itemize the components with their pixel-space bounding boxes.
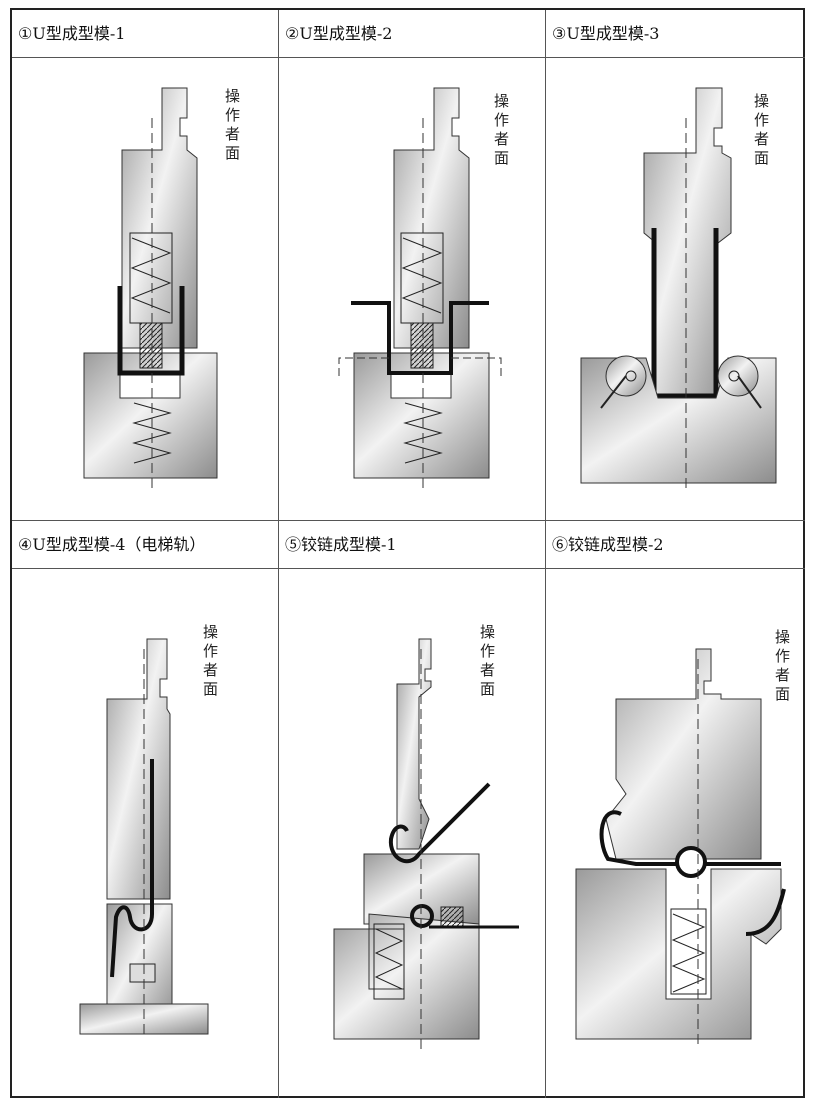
operator-side-label: 操作者面: [223, 88, 241, 164]
panel-title: ⑤铰链成型模-1: [279, 521, 545, 569]
panel-title: ④U型成型模-4（电梯轨）: [12, 521, 278, 569]
u-die-3-drawing: [580, 87, 777, 488]
operator-side-label: 操作者面: [752, 93, 770, 169]
panel-hinge-die-1: ⑤铰链成型模-1 操作者面: [279, 521, 546, 1098]
u-die-1-drawing: [83, 87, 218, 488]
operator-side-label: 操作者面: [478, 624, 496, 700]
panel-diagram: 操作者面: [279, 569, 545, 1098]
panel-diagram: 操作者面: [546, 569, 805, 1098]
panel-u-die-1: ①U型成型模-1 操作者面: [12, 10, 279, 521]
operator-side-label: 操作者面: [492, 93, 510, 169]
die-catalog-table: ①U型成型模-1 操作者面 ②U型成型模-2: [10, 8, 805, 1098]
panel-title: ⑥铰链成型模-2: [546, 521, 805, 569]
panel-title: ②U型成型模-2: [279, 10, 545, 58]
panel-u-die-4-elevator-rail: ④U型成型模-4（电梯轨） 操作者面: [12, 521, 279, 1098]
panel-diagram: 操作者面: [12, 58, 278, 520]
operator-side-label: 操作者面: [773, 629, 791, 705]
panel-title: ①U型成型模-1: [12, 10, 278, 58]
panel-diagram: 操作者面: [12, 569, 278, 1098]
panel-diagram: 操作者面: [279, 58, 545, 520]
hinge-die-2-drawing: [575, 648, 786, 1049]
panel-diagram: 操作者面: [546, 58, 805, 520]
panel-hinge-die-2: ⑥铰链成型模-2 操作者面: [546, 521, 805, 1098]
operator-side-label: 操作者面: [201, 624, 219, 700]
u-die-4-drawing: [79, 638, 209, 1039]
panel-title: ③U型成型模-3: [546, 10, 805, 58]
panel-u-die-3: ③U型成型模-3 操作者面: [546, 10, 805, 521]
hinge-die-1-drawing: [333, 638, 519, 1049]
panel-u-die-2: ②U型成型模-2 操作者面: [279, 10, 546, 521]
u-die-2-drawing: [338, 87, 502, 488]
